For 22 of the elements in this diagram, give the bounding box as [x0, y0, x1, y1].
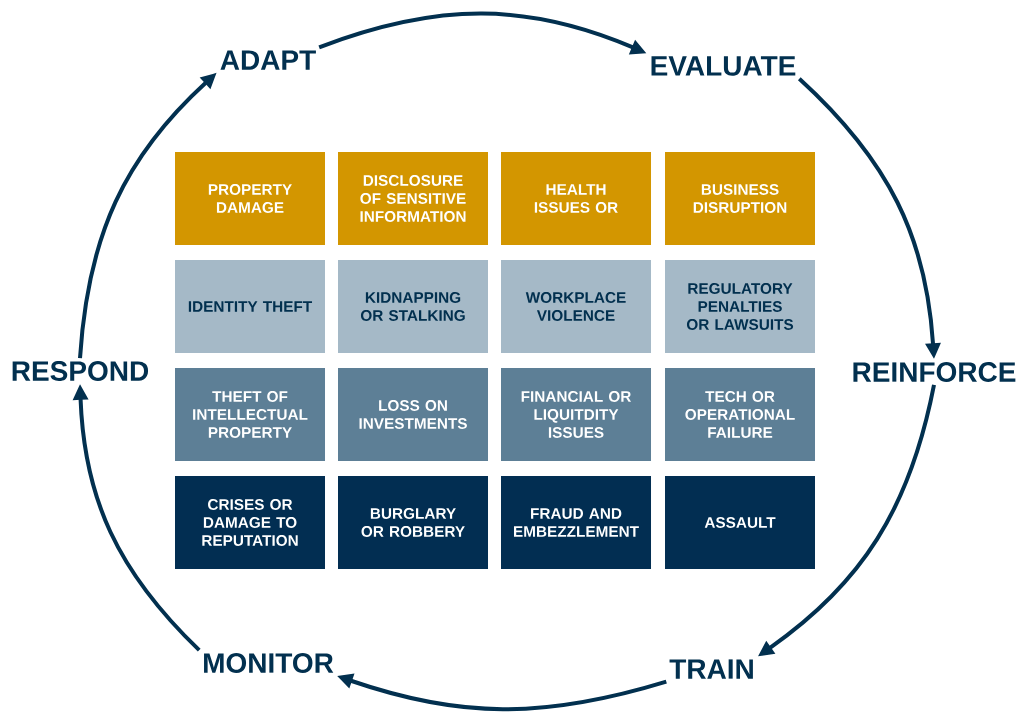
risk-box: KIDNAPPING OR STALKING [338, 260, 488, 353]
stage-label: ADAPT [220, 50, 316, 70]
risk-box: PROPERTY DAMAGE [175, 152, 325, 245]
risk-box: REGULATORY PENALTIES OR LAWSUITS [665, 260, 815, 353]
stage-label: REINFORCE [853, 362, 1016, 382]
risk-box: FRAUD AND EMBEZZLEMENT [501, 476, 651, 569]
risk-box: BUSINESS DISRUPTION [665, 152, 815, 245]
stage-label: MONITOR [204, 653, 334, 673]
risk-box: HEALTH ISSUES OR [501, 152, 651, 245]
risk-box: CRISES OR DAMAGE TO REPUTATION [175, 476, 325, 569]
risk-box: THEFT OF INTELLECTUAL PROPERTY [175, 368, 325, 461]
stage-label: RESPOND [12, 361, 149, 381]
risk-box: ASSAULT [665, 476, 815, 569]
risk-box: FINANCIAL OR LIQUITDITY ISSUES [501, 368, 651, 461]
stage-label: TRAIN [669, 659, 753, 679]
risk-box: BURGLARY OR ROBBERY [338, 476, 488, 569]
risk-box: TECH OR OPERATIONAL FAILURE [665, 368, 815, 461]
risk-box: DISCLOSURE OF SENSITIVE INFORMATION [338, 152, 488, 245]
stage-label: EVALUATE [651, 56, 796, 76]
risk-box: IDENTITY THEFT [175, 260, 325, 353]
risk-box: WORKPLACE VIOLENCE [501, 260, 651, 353]
risk-box: LOSS ON INVESTMENTS [338, 368, 488, 461]
